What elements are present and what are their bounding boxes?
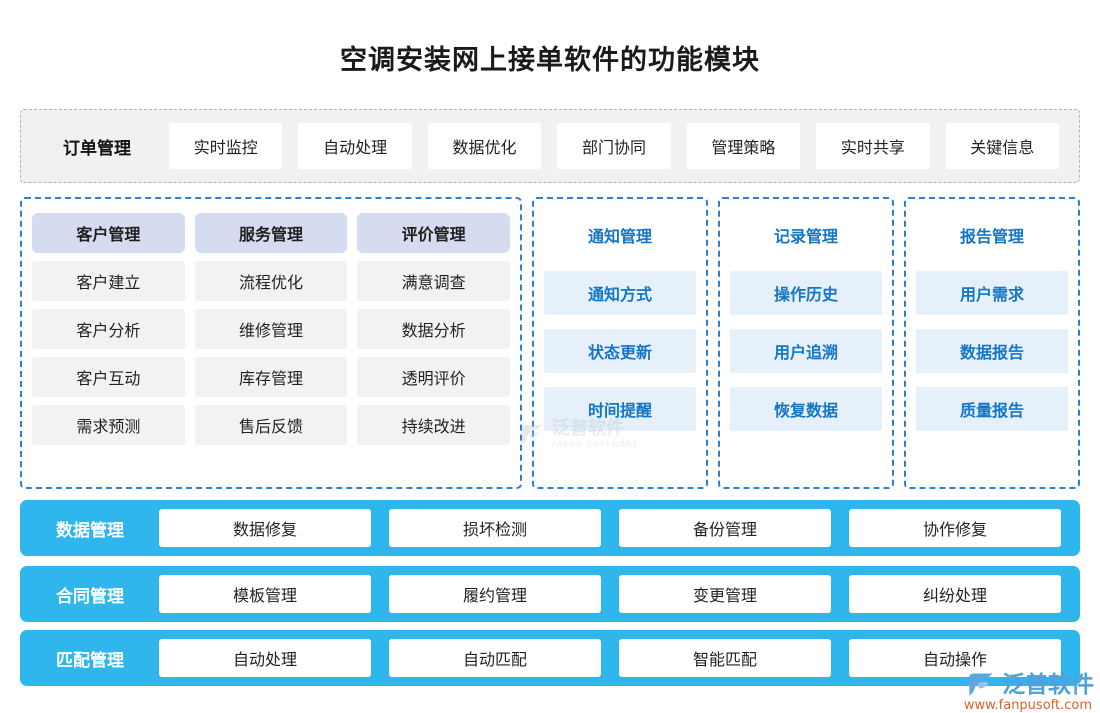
- column-header[interactable]: 通知管理: [587, 227, 652, 246]
- row-chip[interactable]: 自动操作: [849, 639, 1061, 677]
- module-item[interactable]: 用户需求: [916, 271, 1068, 315]
- row-chip[interactable]: 协作修复: [849, 509, 1061, 547]
- column-header[interactable]: 服务管理: [194, 213, 348, 253]
- row-chip[interactable]: 备份管理: [619, 509, 831, 547]
- top-chip[interactable]: 实时监控: [169, 123, 283, 169]
- row-chip[interactable]: 履约管理: [389, 575, 601, 613]
- top-bar-label: 订单管理: [63, 138, 131, 159]
- module-item[interactable]: 客户建立: [32, 261, 185, 301]
- column-header[interactable]: 客户管理: [32, 213, 185, 253]
- top-chip[interactable]: 关键信息: [945, 123, 1059, 169]
- module-item[interactable]: 库存管理: [194, 357, 348, 397]
- module-item[interactable]: 流程优化: [194, 261, 348, 301]
- module-item[interactable]: 持续改进: [357, 405, 511, 445]
- top-chip[interactable]: 自动处理: [298, 123, 412, 169]
- module-item[interactable]: 维修管理: [194, 309, 348, 349]
- panel-notification-management: 通知管理 通知方式 状态更新 时间提醒: [532, 197, 708, 489]
- module-item[interactable]: 质量报告: [916, 387, 1068, 431]
- row-chip[interactable]: 自动匹配: [389, 639, 601, 677]
- row-chip[interactable]: 自动处理: [159, 639, 371, 677]
- module-item[interactable]: 操作历史: [730, 271, 882, 315]
- column-header[interactable]: 评价管理: [357, 213, 511, 253]
- panel-customer-service-review: 客户管理 客户建立 客户分析 客户互动 需求预测 服务管理 流程优化 维修管理 …: [20, 197, 522, 489]
- data-management-row: 数据管理 数据修复 损坏检测 备份管理 协作修复: [20, 500, 1080, 556]
- column-report-management: 报告管理 用户需求 数据报告 质量报告: [916, 213, 1068, 473]
- top-chip[interactable]: 实时共享: [816, 123, 930, 169]
- watermark-url: www.fanpusoft.com: [963, 698, 1092, 713]
- column-record-management: 记录管理 操作历史 用户追溯 恢复数据: [730, 213, 882, 473]
- column-header[interactable]: 记录管理: [773, 227, 838, 246]
- module-item[interactable]: 时间提醒: [544, 387, 696, 431]
- column-customer-management: 客户管理 客户建立 客户分析 客户互动 需求预测: [32, 213, 185, 473]
- module-item[interactable]: 通知方式: [544, 271, 696, 315]
- panel-record-management: 记录管理 操作历史 用户追溯 恢复数据: [718, 197, 894, 489]
- row-label: 合同管理: [56, 586, 124, 607]
- module-item[interactable]: 客户分析: [32, 309, 185, 349]
- module-item[interactable]: 售后反馈: [194, 405, 348, 445]
- row-chip[interactable]: 变更管理: [619, 575, 831, 613]
- panel-report-management: 报告管理 用户需求 数据报告 质量报告: [904, 197, 1080, 489]
- column-notification-management: 通知管理 通知方式 状态更新 时间提醒: [544, 213, 696, 473]
- module-item[interactable]: 数据分析: [357, 309, 511, 349]
- module-item[interactable]: 需求预测: [32, 405, 185, 445]
- module-item[interactable]: 客户互动: [32, 357, 185, 397]
- page-title: 空调安装网上接单软件的功能模块: [340, 45, 760, 76]
- row-chip[interactable]: 纠纷处理: [849, 575, 1061, 613]
- column-header[interactable]: 报告管理: [959, 227, 1024, 246]
- row-chip[interactable]: 损坏检测: [389, 509, 601, 547]
- module-item[interactable]: 用户追溯: [730, 329, 882, 373]
- module-item[interactable]: 恢复数据: [730, 387, 882, 431]
- module-item[interactable]: 数据报告: [916, 329, 1068, 373]
- column-service-management: 服务管理 流程优化 维修管理 库存管理 售后反馈: [194, 213, 348, 473]
- top-chip[interactable]: 部门协同: [557, 123, 671, 169]
- module-panels: 客户管理 客户建立 客户分析 客户互动 需求预测 服务管理 流程优化 维修管理 …: [20, 197, 1080, 489]
- matching-management-row: 匹配管理 自动处理 自动匹配 智能匹配 自动操作: [20, 630, 1080, 686]
- row-label: 数据管理: [56, 520, 124, 541]
- module-item[interactable]: 状态更新: [544, 329, 696, 373]
- top-chip[interactable]: 数据优化: [427, 123, 542, 169]
- column-review-management: 评价管理 满意调查 数据分析 透明评价 持续改进: [357, 213, 511, 473]
- top-chip[interactable]: 管理策略: [686, 123, 801, 169]
- row-chip[interactable]: 智能匹配: [619, 639, 831, 677]
- contract-management-row: 合同管理 模板管理 履约管理 变更管理 纠纷处理: [20, 566, 1080, 622]
- module-item[interactable]: 满意调查: [357, 261, 511, 301]
- order-management-bar: 订单管理 实时监控 自动处理 数据优化 部门协同 管理策略 实时共享 关键信息: [20, 109, 1080, 183]
- row-chip[interactable]: 模板管理: [159, 575, 371, 613]
- row-label: 匹配管理: [56, 650, 124, 671]
- module-item[interactable]: 透明评价: [357, 357, 511, 397]
- row-chip[interactable]: 数据修复: [159, 509, 371, 547]
